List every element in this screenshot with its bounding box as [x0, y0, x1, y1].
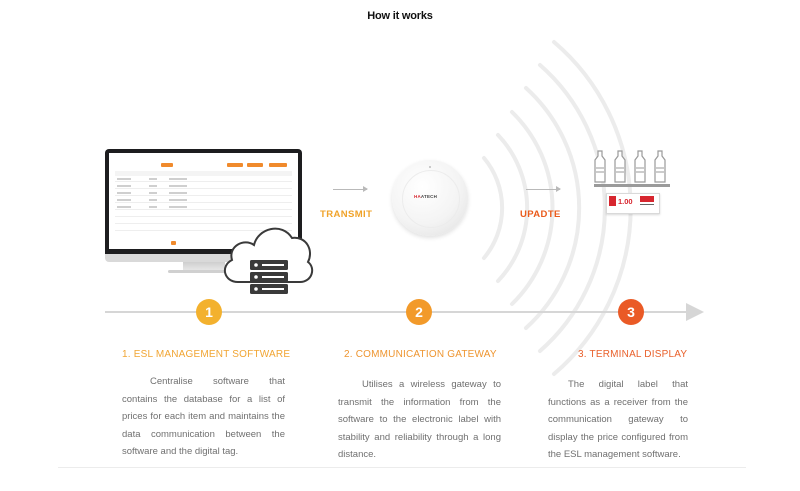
step-1-title: 1. ESL MANAGEMENT SOFTWARE	[122, 349, 291, 360]
screen-button	[161, 163, 173, 167]
screen-table-row	[115, 202, 292, 203]
update-label: UPADTE	[520, 209, 561, 220]
screen-cell	[169, 178, 187, 180]
monitor-chin	[105, 254, 302, 262]
price-tag-barcode	[640, 204, 654, 205]
step-1-description: Centralise software that contains the da…	[122, 376, 285, 457]
step-2-number: 2	[406, 299, 432, 325]
screen-cell	[169, 199, 187, 201]
screen-cell	[117, 192, 131, 194]
screen-table-row	[115, 216, 292, 217]
gateway-led	[429, 166, 431, 168]
screen-cell	[169, 206, 187, 208]
step-3-title: 3. TERMINAL DISPLAY	[578, 349, 688, 360]
screen-button	[227, 163, 243, 167]
screen-button	[269, 163, 287, 167]
screen-table-row	[115, 230, 292, 231]
timeline-line	[105, 311, 690, 313]
gateway-logo: HAATECH	[414, 194, 438, 199]
shelf-rail	[594, 184, 670, 187]
screen-cell	[169, 192, 187, 194]
bottle-icon	[594, 150, 666, 183]
price-tag-value: 1.00	[618, 197, 633, 206]
monitor-stand	[183, 262, 225, 270]
gateway-ring	[402, 170, 460, 228]
screen-pagination	[171, 241, 176, 245]
step-3-number: 3	[618, 299, 644, 325]
screen-cell	[117, 206, 131, 208]
screen-table-row	[115, 195, 292, 196]
page-title: How it works	[367, 10, 433, 22]
screen-table-row	[115, 209, 292, 210]
price-tag-accent	[640, 196, 654, 202]
bottom-divider	[58, 467, 746, 468]
monitor-base	[168, 270, 240, 273]
screen-cell	[149, 192, 157, 194]
screen-cell	[149, 178, 157, 180]
screen-cell	[117, 185, 131, 187]
screen-cell	[149, 185, 157, 187]
step-1-number: 1	[196, 299, 222, 325]
screen-button	[247, 163, 263, 167]
arrow-right-icon	[526, 186, 561, 192]
step-2-title: 2. COMMUNICATION GATEWAY	[344, 349, 497, 360]
cloud-server-icon	[223, 227, 314, 294]
arrow-right-icon	[333, 186, 368, 192]
screen-cell	[117, 199, 131, 201]
screen-table-row	[115, 223, 292, 224]
screen-table-row	[115, 181, 292, 182]
screen-cell	[149, 206, 157, 208]
screen-cell	[169, 185, 187, 187]
screen-cell	[149, 199, 157, 201]
step-2-description: Utilises a wireless gateway to transmit …	[338, 379, 501, 460]
transmit-label: TRANSMIT	[320, 209, 373, 220]
screen-table-row	[115, 188, 292, 189]
price-tag-accent	[609, 196, 616, 206]
screen-cell	[117, 178, 131, 180]
step-3-description: The digital label that functions as a re…	[548, 379, 688, 460]
timeline-arrow-icon	[686, 303, 704, 321]
screen-table-header	[115, 171, 292, 176]
